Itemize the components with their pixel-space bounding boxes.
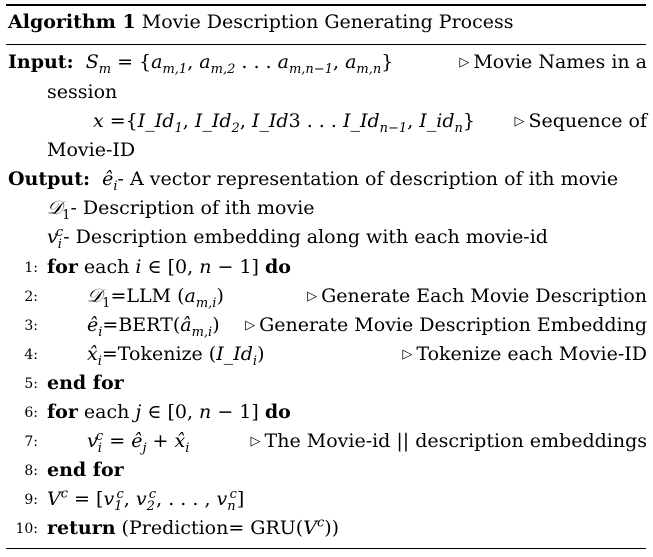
output-line: Output: êi- A vector representation of d… [8, 168, 619, 194]
output-label: Output: [8, 168, 91, 190]
step-2: 𝒟1=LLM (am,i) [87, 285, 224, 311]
comment-triangle-icon: ▷ [250, 434, 261, 449]
step-number: 7: [24, 434, 38, 450]
end-for-keyword: end for [47, 372, 124, 394]
input-x-expression: x ={I_Id1, I_Id2, I_Id3 . . . I_Idn−1, I… [93, 110, 476, 136]
output-e-desc: - A vector representation of description… [117, 168, 619, 190]
step-number: 10: [15, 521, 38, 537]
step-number: 9: [24, 492, 38, 508]
step-9: Vc = [v1c, v2c, . . . , vnc] [47, 486, 245, 514]
step-3: êi=BERT(âm,i) [87, 314, 220, 340]
comment-triangle-icon: ▷ [245, 318, 256, 333]
input-x-comment-cont: Movie-ID [47, 139, 136, 161]
step-6: for each j ∈ [0, n − 1] do [47, 401, 291, 423]
algorithm-title: Movie Description Generating Process [141, 11, 514, 33]
step-number: 2: [24, 289, 38, 305]
step-7-comment-text: The Movie-id || description embeddings [264, 430, 647, 452]
step-1: for each i ∈ [0, n − 1] do [47, 256, 291, 278]
bottom-rule [6, 548, 646, 549]
step-3-comment-text: Generate Movie Description Embedding [259, 314, 647, 336]
comment-triangle-icon: ▷ [307, 289, 318, 304]
step-2-comment: ▷Generate Each Movie Description [307, 287, 647, 306]
for-keyword: for [47, 256, 78, 278]
input-sm-comment-cont: session [47, 81, 118, 103]
step-number: 4: [24, 347, 38, 363]
step-2-comment-text: Generate Each Movie Description [321, 285, 647, 307]
step-number: 8: [24, 463, 38, 479]
output-v-line: vic- Description embedding along with ea… [47, 224, 548, 252]
output-v-desc: - Description embedding along with each … [63, 226, 548, 248]
input-sm-expression: Sm = {am,1, am,2 . . . am,n−1, am,n} [85, 51, 394, 77]
input-x-comment-text: Sequence of [528, 110, 647, 132]
algorithm-label: Algorithm 1 [8, 11, 136, 33]
step-4-comment: ▷Tokenize each Movie-ID [402, 345, 647, 364]
top-rule [6, 4, 646, 6]
input-label: Input: [8, 51, 74, 73]
step-number: 6: [24, 405, 38, 421]
do-keyword: do [265, 256, 291, 278]
step-4-comment-text: Tokenize each Movie-ID [416, 343, 647, 365]
comment-triangle-icon: ▷ [514, 114, 525, 129]
input-line: Input: Sm = {am,1, am,2 . . . am,n−1, am… [8, 51, 394, 77]
input-sm-comment: ▷Movie Names in a [459, 53, 647, 72]
input-sm-comment-text: Movie Names in a [473, 51, 647, 73]
comment-triangle-icon: ▷ [402, 347, 413, 362]
input-x-comment: ▷Sequence of [514, 112, 647, 131]
step-4: x̂i=Tokenize (I_Idi) [87, 343, 265, 369]
comment-triangle-icon: ▷ [459, 55, 470, 70]
step-number: 1: [24, 260, 38, 276]
for-keyword: for [47, 401, 78, 423]
step-10: return (Prediction= GRU(Vc)) [47, 515, 340, 539]
return-keyword: return [47, 517, 116, 539]
do-keyword: do [264, 401, 291, 423]
step-number: 5: [24, 376, 38, 392]
output-d-desc: - Description of ith movie [70, 197, 315, 219]
step-7-comment: ▷The Movie-id || description embeddings [251, 432, 647, 451]
end-for-keyword: end for [47, 459, 124, 481]
algorithm-caption: Algorithm 1 Movie Description Generating… [8, 13, 514, 32]
output-d-line: 𝒟1- Description of ith movie [47, 197, 315, 223]
step-3-comment: ▷Generate Movie Description Embedding [245, 316, 647, 335]
caption-rule [6, 44, 646, 45]
step-number: 3: [24, 318, 38, 334]
step-7: vic = êj + x̂i [87, 428, 190, 456]
